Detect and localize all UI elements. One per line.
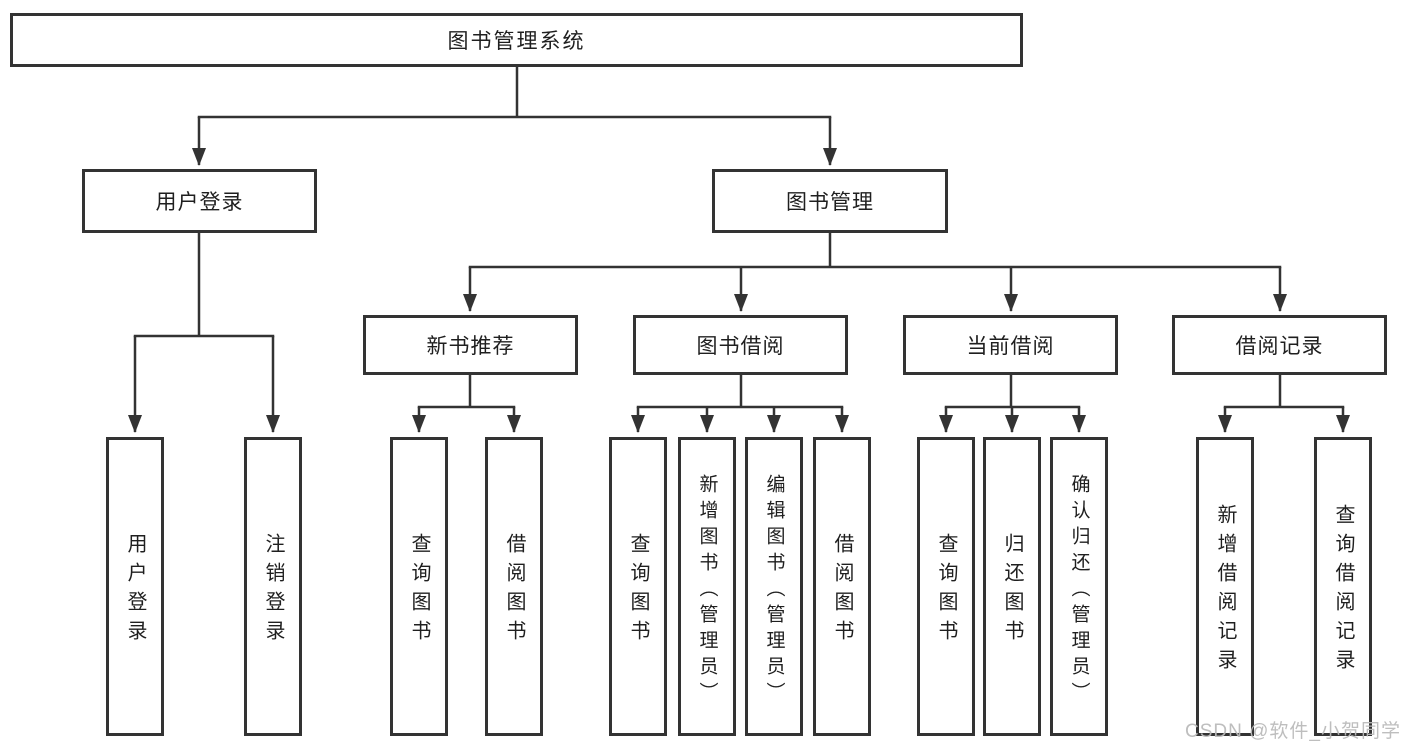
node-new-book-recommend: 新书推荐 (363, 315, 578, 375)
leaf-user-login: 用户登录 (106, 437, 164, 736)
leaf-edit-book-admin: 编辑图书（管理员） (745, 437, 803, 736)
leaf-query-book-borrow: 查询图书 (609, 437, 667, 736)
leaf-logout-login: 注销登录 (244, 437, 302, 736)
leaf-borrow-book-recommend: 借阅图书 (485, 437, 543, 736)
node-borrow-record: 借阅记录 (1172, 315, 1387, 375)
csdn-watermark: CSDN @软件_小贺同学 (1185, 721, 1401, 742)
leaf-query-book-recommend: 查询图书 (390, 437, 448, 736)
node-current-borrow: 当前借阅 (903, 315, 1118, 375)
leaf-query-book-current: 查询图书 (917, 437, 975, 736)
node-user-login: 用户登录 (82, 169, 317, 233)
leaf-return-book: 归还图书 (983, 437, 1041, 736)
leaf-confirm-return-admin: 确认归还（管理员） (1050, 437, 1108, 736)
leaf-query-borrow-record: 查询借阅记录 (1314, 437, 1372, 736)
node-book-borrow: 图书借阅 (633, 315, 848, 375)
leaf-borrow-book: 借阅图书 (813, 437, 871, 736)
leaf-add-book-admin: 新增图书（管理员） (678, 437, 736, 736)
node-book-management: 图书管理 (712, 169, 948, 233)
leaf-add-borrow-record: 新增借阅记录 (1196, 437, 1254, 736)
node-root-system: 图书管理系统 (10, 13, 1023, 67)
